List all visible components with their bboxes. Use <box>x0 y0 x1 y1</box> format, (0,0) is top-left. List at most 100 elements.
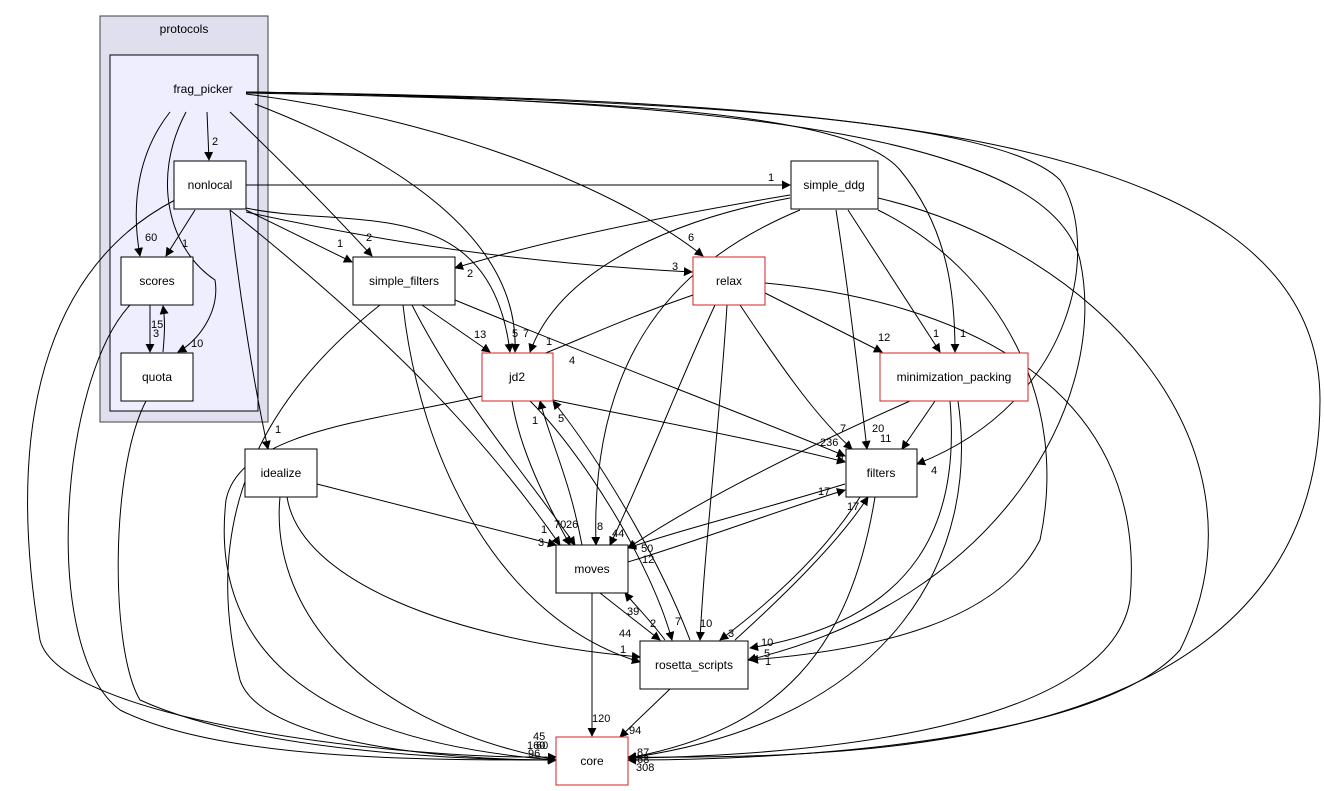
label-idealize-rosetta-b: 1 <box>620 644 626 656</box>
svg-text:minimization_packing: minimization_packing <box>897 370 1012 384</box>
edge-fp-quota <box>167 111 217 353</box>
edge-nonlocal-relax <box>245 211 693 277</box>
label-jd2-moves-b: 5 <box>558 413 564 425</box>
edge-labels: 2 60 10 1 3 15 1 1 2 2 1 6 3 4 5 7 1 13 … <box>145 136 966 774</box>
node-filters[interactable]: filters <box>845 448 918 498</box>
label-nonlocal-simple-ddg: 1 <box>768 172 774 184</box>
label-sf-filters: 236 <box>820 437 838 449</box>
svg-text:quota: quota <box>142 370 172 384</box>
label-core-left-a: 45 <box>533 731 545 743</box>
svg-text:filters: filters <box>867 466 896 480</box>
label-fp-relax: 6 <box>688 232 694 244</box>
label-core-right-b: 68 <box>637 754 649 766</box>
label-core-left-d: 96 <box>528 748 540 760</box>
edge-relax-rosetta <box>695 304 728 641</box>
label-nonlocal-idealize: 1 <box>275 424 281 436</box>
label-relax-rosetta: 10 <box>700 618 712 630</box>
edge-fp-rosetta <box>245 91 1086 663</box>
label-core-left-b: 160 <box>527 740 545 752</box>
cluster-protocols-label: protocols <box>160 22 209 36</box>
edge-nonlocal-scores <box>165 209 196 257</box>
node-core[interactable]: core <box>555 736 629 786</box>
label-core-left-c: 60 <box>536 740 548 752</box>
svg-text:nonlocal: nonlocal <box>188 178 233 192</box>
label-nonlocal-scores: 1 <box>182 238 188 250</box>
node-quota[interactable]: quota <box>120 352 194 402</box>
edge-idealize-moves <box>316 483 557 548</box>
node-simple-ddg[interactable]: simple_ddg <box>790 160 879 210</box>
node-nonlocal[interactable]: nonlocal <box>173 160 247 210</box>
edge-mp-rosetta <box>749 400 952 652</box>
label-idealize-moves-b: 3 <box>538 537 544 549</box>
label-sddg-jd2: 1 <box>546 336 552 348</box>
svg-text:jd2: jd2 <box>508 370 525 384</box>
svg-text:rosetta_scripts: rosetta_scripts <box>655 658 733 672</box>
edge-nonlocal-core <box>27 199 557 762</box>
node-moves[interactable]: moves <box>555 544 629 594</box>
edge-relax-filters <box>739 304 853 450</box>
edge-mp-core <box>627 400 962 762</box>
node-simple-filters[interactable]: simple_filters <box>352 256 456 306</box>
edge-filters-core <box>627 496 876 761</box>
label-nonlocal-relax: 3 <box>672 261 678 273</box>
edge-fp-filters <box>245 91 1079 466</box>
edge-fp-core <box>245 91 1321 762</box>
edge-relax-jd2 <box>527 294 694 362</box>
label-sf-jd2: 13 <box>474 329 486 341</box>
node-minimization-packing[interactable]: minimization_packing <box>879 352 1029 402</box>
edge-sddg-moves <box>591 209 801 546</box>
edge-moves-filters <box>627 488 846 563</box>
svg-text:simple_ddg: simple_ddg <box>803 178 864 192</box>
edge-sddg-core <box>627 197 1209 765</box>
edge-scores-core <box>67 304 557 765</box>
edge-sddg-filters <box>835 209 871 450</box>
label-nonlocal-jd2: 2 <box>467 268 473 280</box>
label-core-right-a: 87 <box>637 747 649 759</box>
edges <box>27 91 1321 765</box>
label-sddg-moves: 8 <box>597 521 603 533</box>
node-idealize[interactable]: idealize <box>244 448 318 498</box>
edge-quota-core <box>117 400 557 765</box>
edge-rosetta-moves <box>624 592 666 641</box>
label-fp-jd2: 5 <box>512 328 518 340</box>
edge-nonlocal-moves <box>229 209 561 546</box>
edge-sddg-jd2 <box>528 197 791 353</box>
label-rosetta-jd2: 7 <box>675 616 681 628</box>
node-rosetta-scripts[interactable]: rosetta_scripts <box>639 640 749 690</box>
label-sddg-mp: 1 <box>933 328 939 340</box>
label-fp-nonlocal: 2 <box>212 136 218 148</box>
label-fp-quota: 10 <box>191 338 203 350</box>
edge-idealize-rosetta <box>286 496 641 661</box>
edge-nonlocal-simple-filters <box>245 209 353 263</box>
edge-jd2-rosetta <box>529 400 675 641</box>
svg-text:moves: moves <box>574 562 609 576</box>
label-rosetta-filters: 17 <box>847 501 859 513</box>
edge-sf-filters <box>454 299 846 457</box>
edge-rosetta-core <box>619 688 671 738</box>
label-idealize-moves: 1 <box>541 524 547 536</box>
edge-relax-moves <box>609 304 716 546</box>
edge-sddg-rosetta <box>749 209 1048 664</box>
svg-text:relax: relax <box>716 274 742 288</box>
label-sddg-filters: 20 <box>872 423 884 435</box>
edge-moves-jd2 <box>537 400 583 546</box>
label-jd2-moves: 1 <box>532 415 538 427</box>
label-relax-jd2: 4 <box>569 355 575 367</box>
label-filters-moves-b: 12 <box>642 554 654 566</box>
label-filters-rosetta: 3 <box>728 628 734 640</box>
label-fp-rosetta: 1 <box>765 656 771 668</box>
label-fp-jd2-b: 7 <box>523 328 529 340</box>
label-fp-simple-filters: 2 <box>366 232 372 244</box>
label-rosetta-core: 94 <box>629 725 641 737</box>
node-relax[interactable]: relax <box>692 256 766 306</box>
svg-text:idealize: idealize <box>261 466 302 480</box>
edge-mp-filters <box>901 400 936 450</box>
label-sf-moves: 70 <box>554 519 566 531</box>
node-scores[interactable]: scores <box>120 256 194 306</box>
label-scores-quota: 3 <box>153 328 159 340</box>
edge-rosetta-filters <box>734 496 869 641</box>
edge-sf-jd2 <box>421 304 491 353</box>
label-core-right-c: 308 <box>636 762 654 774</box>
node-jd2[interactable]: jd2 <box>481 352 554 402</box>
